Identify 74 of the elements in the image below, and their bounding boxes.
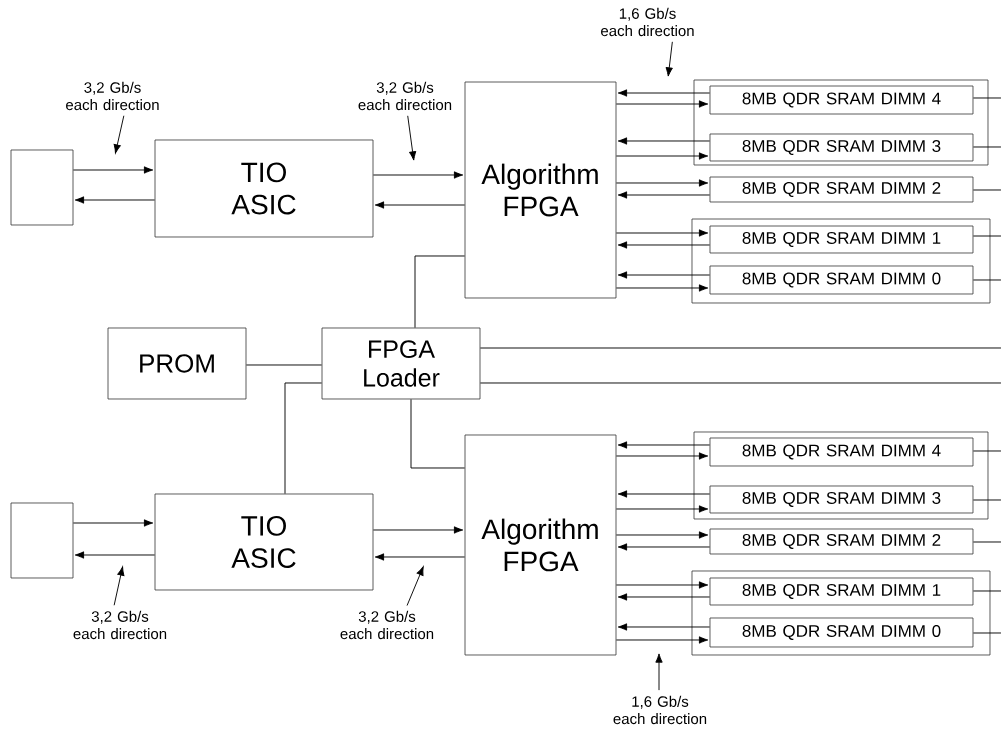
arrow xyxy=(374,201,466,209)
connector-line xyxy=(414,255,466,329)
signal-line xyxy=(972,279,1001,281)
arrow xyxy=(617,623,711,631)
signal-line xyxy=(972,146,1001,148)
rate-label: 3,2 Gb/s each direction xyxy=(340,610,434,640)
leader-arrow xyxy=(113,566,125,606)
arrow xyxy=(372,526,464,534)
arrow xyxy=(615,452,709,460)
memory-module-box: 8MB QDR SRAM DIMM 2 xyxy=(709,176,974,203)
memory-module-box: 8MB QDR SRAM DIMM 2 xyxy=(709,528,974,555)
chip-box: PROM xyxy=(107,327,247,400)
chip-box: TIO ASIC xyxy=(154,493,374,591)
rate-label: 3,2 Gb/s each direction xyxy=(66,81,159,111)
arrow xyxy=(615,152,709,160)
arrow xyxy=(74,551,156,559)
memory-module-box: 8MB QDR SRAM DIMM 3 xyxy=(709,485,974,514)
rate-label: 3,2 Gb/s each direction xyxy=(73,610,167,640)
arrow xyxy=(615,229,709,237)
arrow xyxy=(372,171,464,179)
arrow xyxy=(617,490,711,498)
signal-line xyxy=(972,632,1001,634)
arrow xyxy=(617,241,711,249)
rate-label: 1,6 Gb/s each direction xyxy=(613,695,707,725)
leader-arrow xyxy=(407,115,417,161)
leader-arrow xyxy=(655,653,663,691)
signal-line xyxy=(972,235,1001,237)
connector-line xyxy=(245,364,323,366)
rate-label: 3,2 Gb/s each direction xyxy=(358,81,452,111)
arrow xyxy=(615,100,709,108)
memory-module-box: 8MB QDR SRAM DIMM 0 xyxy=(709,617,974,648)
arrow xyxy=(615,531,709,539)
memory-module-box: 8MB QDR SRAM DIMM 0 xyxy=(709,265,974,295)
signal-line xyxy=(972,541,1001,543)
leader-arrow xyxy=(113,115,125,154)
device-box xyxy=(10,149,74,226)
arrow xyxy=(615,636,709,644)
arrow xyxy=(617,543,711,551)
leader-arrow xyxy=(665,41,673,77)
arrow xyxy=(374,553,466,561)
signal-line xyxy=(479,347,1001,349)
arrow xyxy=(615,581,709,589)
arrow xyxy=(617,593,711,601)
arrow xyxy=(617,441,711,449)
arrow xyxy=(617,137,711,145)
signal-line xyxy=(972,450,1001,452)
memory-module-box: 8MB QDR SRAM DIMM 4 xyxy=(709,85,974,115)
leader-arrow xyxy=(406,566,424,606)
connector-line xyxy=(284,382,323,495)
chip-box: Algorithm FPGA xyxy=(464,434,617,656)
device-box xyxy=(10,502,74,579)
chip-box: FPGA Loader xyxy=(321,327,481,400)
memory-module-box: 8MB QDR SRAM DIMM 1 xyxy=(709,225,974,254)
rate-label: 1,6 Gb/s each direction xyxy=(601,7,694,37)
arrow xyxy=(72,519,154,527)
arrow xyxy=(615,505,709,513)
arrow xyxy=(617,191,711,199)
arrow xyxy=(72,166,154,174)
memory-module-box: 8MB QDR SRAM DIMM 3 xyxy=(709,133,974,162)
signal-line xyxy=(479,382,1001,384)
arrow xyxy=(615,179,709,187)
connector-line xyxy=(410,398,466,469)
arrow xyxy=(617,89,711,97)
arrow xyxy=(615,284,709,292)
chip-box: TIO ASIC xyxy=(154,139,374,238)
arrow xyxy=(74,196,156,204)
signal-line xyxy=(972,97,1001,99)
memory-module-box: 8MB QDR SRAM DIMM 4 xyxy=(709,437,974,467)
arrow xyxy=(617,271,711,279)
signal-line xyxy=(972,590,1001,592)
signal-line xyxy=(972,189,1001,191)
signal-line xyxy=(972,499,1001,501)
chip-box: Algorithm FPGA xyxy=(464,81,617,299)
memory-module-box: 8MB QDR SRAM DIMM 1 xyxy=(709,577,974,606)
